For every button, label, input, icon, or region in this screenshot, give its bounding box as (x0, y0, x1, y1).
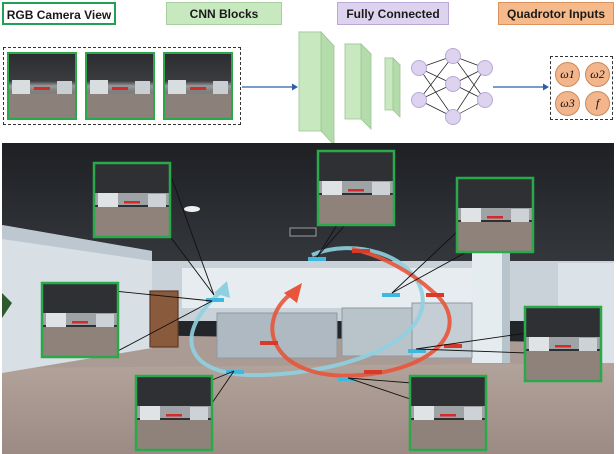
camera-view-group (3, 47, 241, 125)
red-arrow-head (284, 283, 302, 303)
blue-drone-markers (206, 257, 426, 381)
office-scene (2, 143, 614, 454)
camera-inset-3 (455, 176, 535, 254)
red-drone-markers (260, 249, 462, 374)
cnn-block-2 (344, 43, 372, 130)
fully-connected-label: Fully Connected (337, 2, 449, 25)
camera-inset-1 (92, 161, 172, 239)
quadrotor-inputs-group: ω1 ω2 ω3 f (550, 56, 613, 120)
camera-inset-5 (523, 305, 603, 383)
network-diagram (242, 30, 549, 145)
camera-frame-2 (85, 52, 155, 120)
cnn-block-3 (384, 57, 401, 118)
camera-inset-4 (40, 281, 120, 359)
camera-frame-3 (163, 52, 233, 120)
camera-inset-6 (134, 374, 214, 452)
cnn-blocks-label: CNN Blocks (166, 2, 282, 25)
blue-trajectory (189, 246, 425, 378)
omega-2-node: ω2 (585, 62, 610, 87)
arrow-head-camera-to-cnn (292, 83, 298, 91)
thrust-node: f (585, 91, 610, 116)
camera-frame-1 (7, 52, 77, 120)
quadrotor-inputs-label: Quadrotor Inputs (498, 2, 614, 25)
red-trajectory (270, 247, 452, 378)
scene-illustration (2, 143, 614, 454)
blue-arrow-head (214, 281, 230, 298)
leader-lines (113, 178, 528, 404)
door (149, 290, 179, 348)
camera-inset-7 (408, 374, 488, 452)
fc-nodes (411, 48, 493, 125)
camera-inset-2 (316, 149, 396, 227)
omega-1-node: ω1 (555, 62, 580, 87)
cnn-block-1 (298, 30, 335, 145)
arrow-head-fc-to-quad (543, 83, 549, 91)
rgb-camera-view-label: RGB Camera View (2, 2, 116, 25)
omega-3-node: ω3 (555, 91, 580, 116)
